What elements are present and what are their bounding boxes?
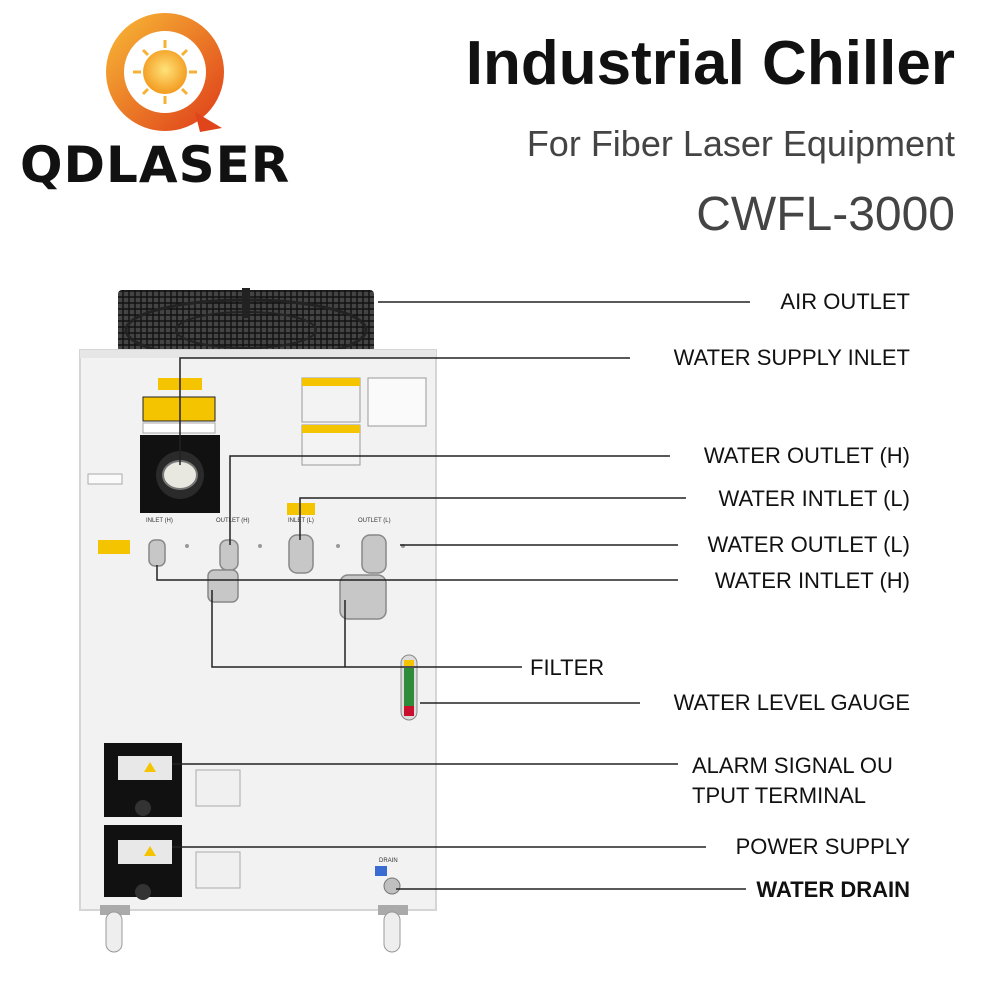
water-drain-valve-icon bbox=[375, 866, 401, 895]
pipe-fittings bbox=[148, 534, 387, 620]
callout-power-supply: POWER SUPPLY bbox=[735, 834, 910, 859]
callout-water-outlet-l: WATER OUTLET (L) bbox=[707, 532, 911, 557]
model-number: CWFL-3000 bbox=[696, 188, 955, 241]
callout-alarm-line-1: ALARM SIGNAL OU bbox=[692, 753, 893, 778]
power-supply-box bbox=[104, 825, 241, 900]
callout-water-intlet-l: WATER INTLET (L) bbox=[718, 486, 911, 511]
spec-label bbox=[87, 377, 427, 485]
qdlaser-logo-icon bbox=[106, 13, 224, 132]
panel-label-outlet-h: OUTLET (H) bbox=[216, 518, 250, 524]
callout-filter: FILTER bbox=[530, 655, 605, 680]
caster-wheels bbox=[100, 905, 408, 953]
callout-alarm-line-2: TPUT TERMINAL bbox=[692, 783, 866, 808]
panel-label-drain: DRAIN bbox=[379, 858, 398, 864]
brand-name: QDLASER bbox=[20, 136, 291, 194]
panel-label-outlet-l: OUTLET (L) bbox=[358, 518, 391, 524]
panel-label-inlet-l: INLET (L) bbox=[288, 518, 314, 524]
callout-water-level-gauge: WATER LEVEL GAUGE bbox=[673, 690, 910, 715]
callout-water-intlet-h: WATER INTLET (H) bbox=[714, 568, 910, 593]
water-level-gauge-icon bbox=[400, 654, 418, 721]
panel-label-inlet-h: INLET (H) bbox=[146, 518, 173, 524]
callout-water-supply-inlet: WATER SUPPLY INLET bbox=[673, 345, 910, 370]
callout-air-outlet: AIR OUTLET bbox=[780, 289, 910, 314]
callout-water-outlet-h: WATER OUTLET (H) bbox=[703, 443, 910, 468]
page-subtitle: For Fiber Laser Equipment bbox=[526, 123, 955, 164]
callout-lines bbox=[156, 301, 750, 890]
callout-water-drain: WATER DRAIN bbox=[756, 877, 910, 902]
alarm-terminal-box bbox=[104, 743, 241, 817]
page-title: Industrial Chiller bbox=[465, 29, 955, 98]
cooling-fan-icon bbox=[118, 288, 374, 362]
